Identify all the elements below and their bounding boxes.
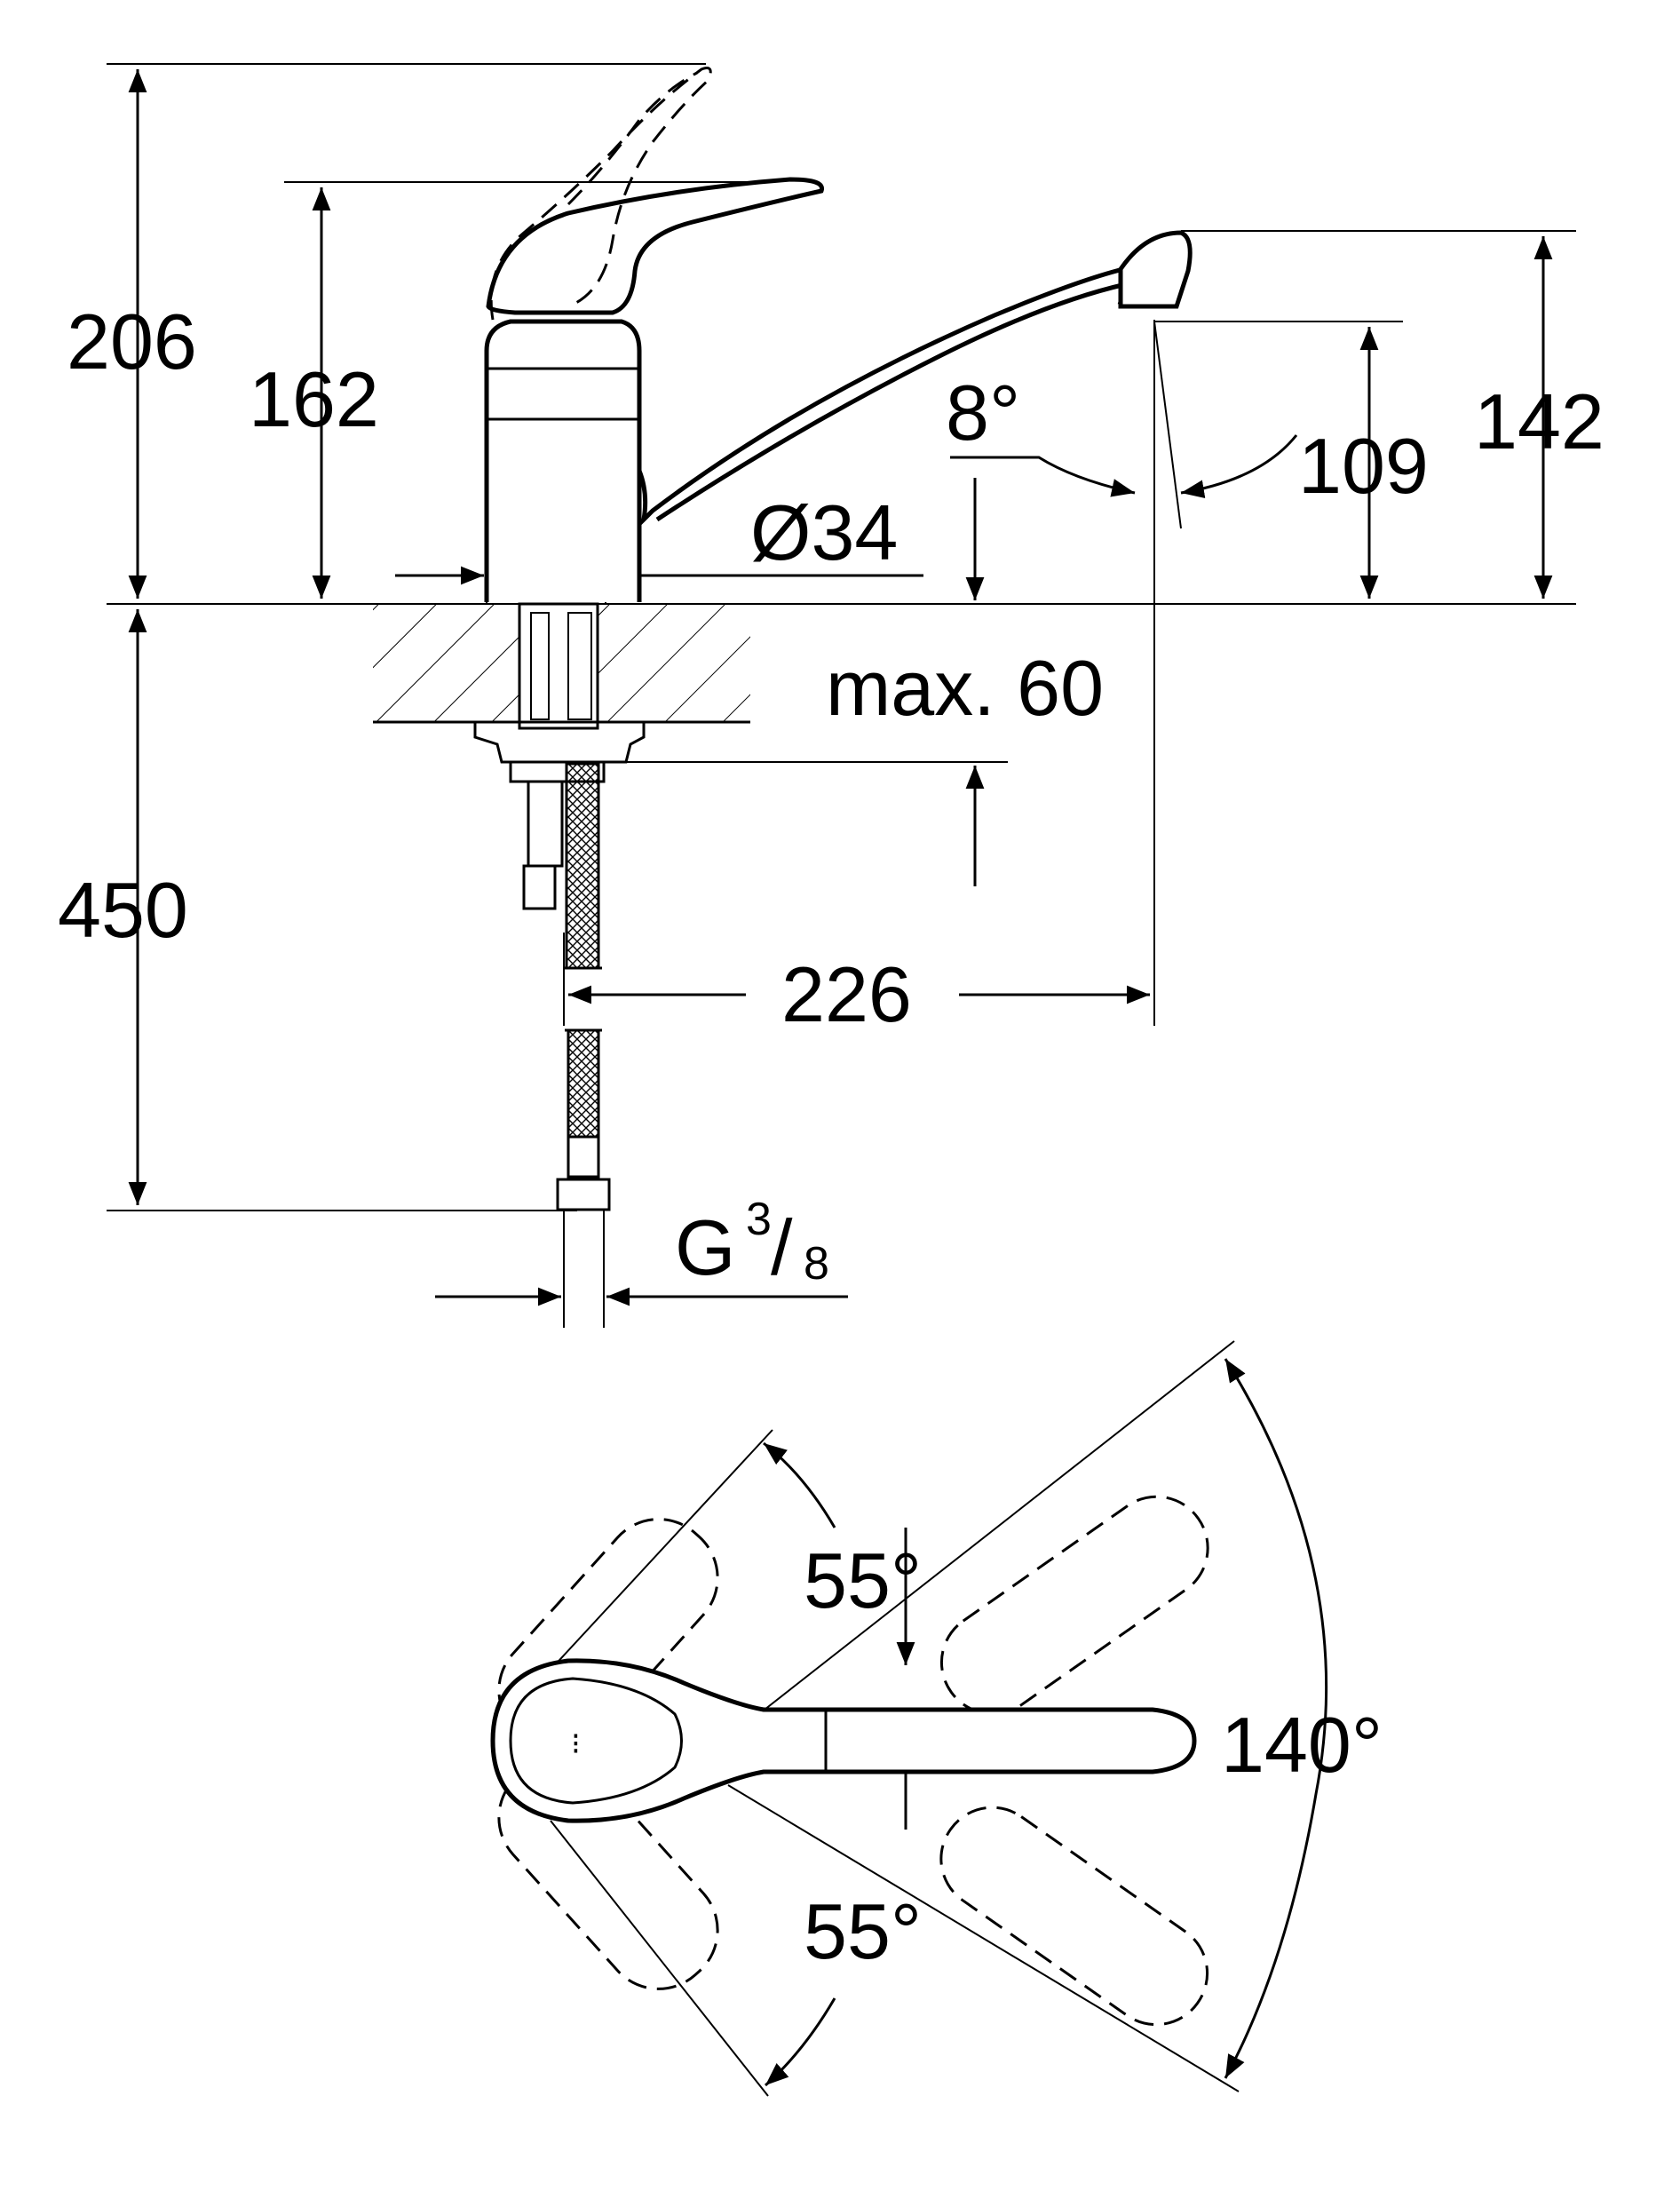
dim-label-swing-upper: 55° [804, 1536, 922, 1624]
ghost-handle-lower-right [939, 1806, 1209, 2027]
angle-8-ref-line [1153, 321, 1182, 529]
swing-55-upper-ref [550, 1429, 773, 1671]
dim-label-g-prefix: G [675, 1203, 735, 1291]
lever-handle-top-view [490, 1658, 1197, 1823]
hose-connector-left [527, 780, 564, 868]
dim-label-angle-8: 8° [946, 369, 1020, 456]
dim-label-d34: Ø34 [750, 488, 898, 576]
dim-label-450: 450 [58, 866, 188, 954]
dim-label-162: 162 [249, 355, 379, 443]
lever-handle [486, 177, 825, 315]
swing-55-lower-arrow [765, 1997, 836, 2087]
spout [637, 262, 1168, 527]
mounting-plate [473, 720, 646, 764]
swing-55-lower-ref [550, 1820, 769, 2097]
dim-label-g-slash: / [771, 1203, 793, 1291]
angle-8-leader-left [950, 456, 1136, 497]
dim-label-206: 206 [67, 298, 197, 385]
dim-label-swing-lower: 55° [804, 1887, 922, 1975]
side-view [107, 63, 1576, 1328]
dim-label-142: 142 [1474, 377, 1605, 465]
dim-label-g-numerator: 3 [746, 1194, 772, 1245]
mount-stud-2 [530, 612, 550, 720]
hose-ferrule [567, 1135, 600, 1179]
spout-outlet [1118, 230, 1193, 309]
dim-label-g-denominator: 8 [804, 1238, 829, 1290]
ghost-handle-upper-right [939, 1495, 1209, 1716]
top-view: ⁝ [490, 1340, 1328, 2097]
braided-hose-lower [567, 1028, 600, 1139]
swing-arc-140 [1224, 1358, 1328, 2079]
swing-radius-upper [718, 1340, 1235, 1746]
dim-label-swing-total: 140° [1221, 1701, 1383, 1789]
handle-indicator-dots: ⁝ [571, 1727, 581, 1761]
dim-label-109: 109 [1298, 422, 1429, 510]
faucet-base-body [484, 319, 642, 602]
angle-8-leader-right [1180, 434, 1298, 498]
hose-nut [556, 1178, 611, 1211]
lever-handle-raised-outline [489, 67, 712, 321]
hose-connector-left-tip [522, 864, 557, 910]
dim-label-max60: max. 60 [826, 644, 1104, 732]
lever-handle-inner-arc [509, 1677, 683, 1805]
mount-stud [567, 612, 592, 720]
dim-label-226: 226 [781, 950, 912, 1038]
swing-55-upper-arrow [763, 1441, 836, 1528]
swing-radius-lower [727, 1784, 1240, 2092]
lever-handle-raised-inner [567, 71, 698, 206]
braided-hose-upper [565, 762, 600, 970]
